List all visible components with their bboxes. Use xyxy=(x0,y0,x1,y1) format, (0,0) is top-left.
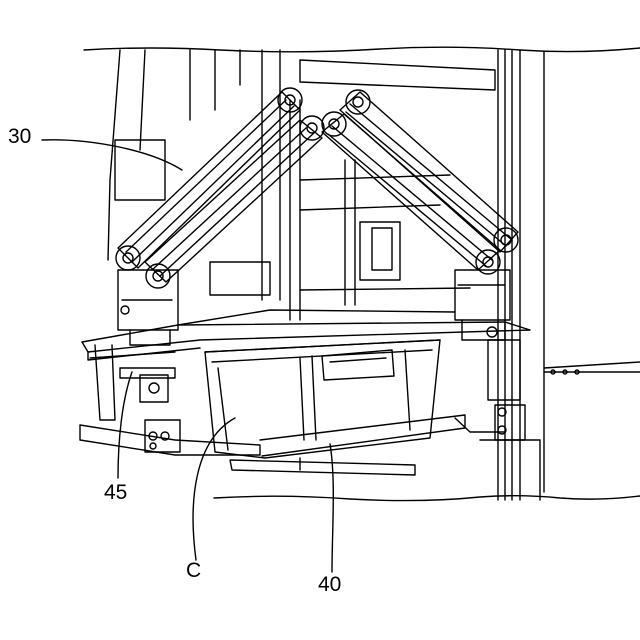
top-break-line xyxy=(84,47,640,52)
right-brackets xyxy=(480,340,540,500)
left-gripper xyxy=(95,345,180,452)
reference-label-30: 30 xyxy=(8,126,31,147)
lower-fork xyxy=(80,415,505,475)
reference-label-40: 40 xyxy=(318,574,341,595)
upper-platform xyxy=(82,310,530,360)
container-c xyxy=(205,340,440,458)
right-frame xyxy=(498,50,640,500)
reference-label-45: 45 xyxy=(104,482,127,503)
bottom-break-line xyxy=(214,496,640,501)
right-actuator xyxy=(455,270,510,340)
central-column xyxy=(290,100,470,320)
reference-label-c: C xyxy=(186,560,201,581)
leader-45 xyxy=(118,372,132,478)
left-actuator xyxy=(118,262,270,345)
